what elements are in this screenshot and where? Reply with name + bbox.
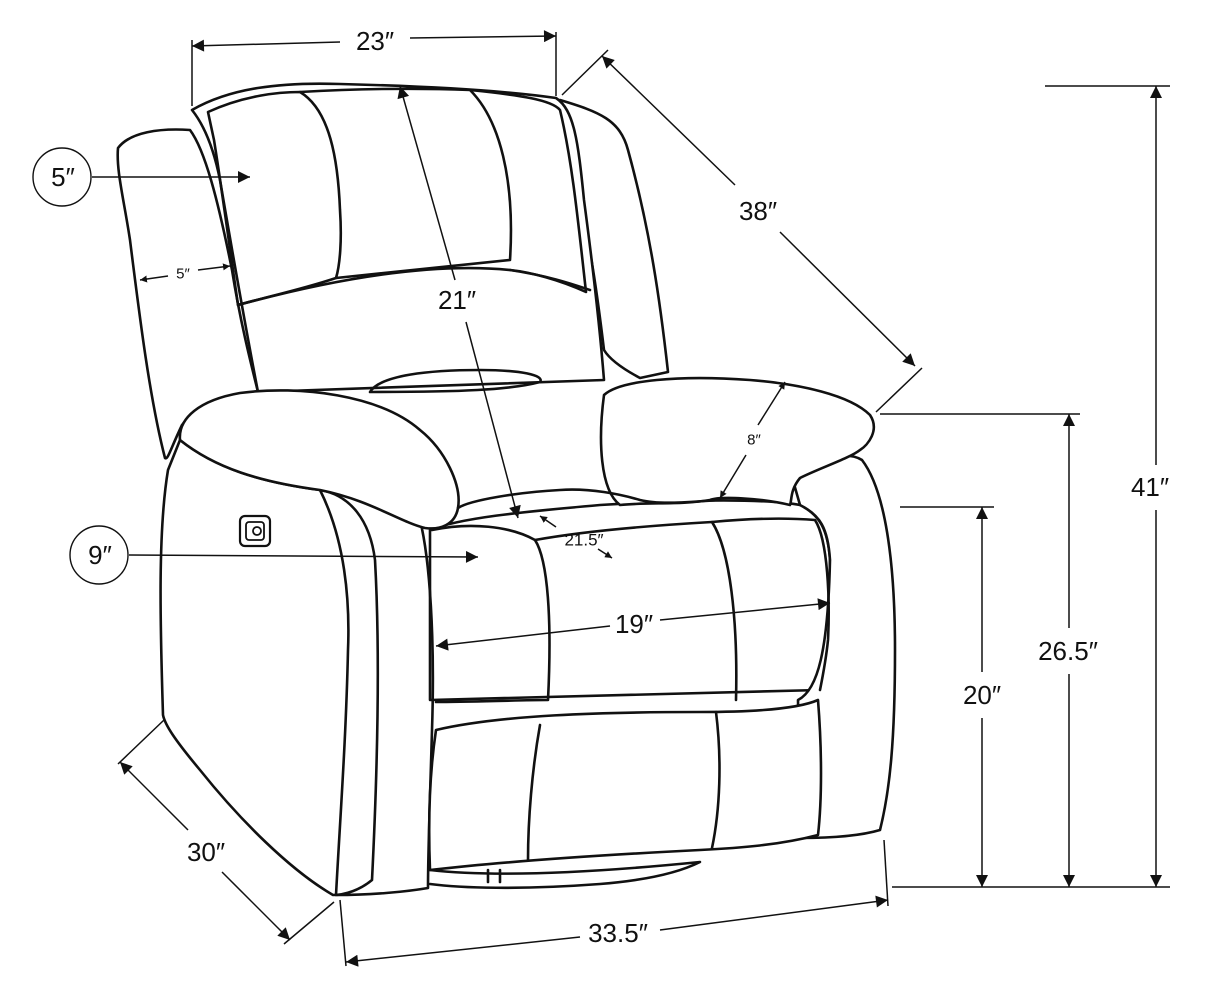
front-cushion-lower-divider-1 <box>526 723 542 862</box>
recliner-illustration <box>116 82 897 897</box>
front-cushion-lower <box>427 698 823 872</box>
dim-seat-height-label: 20″ <box>963 680 1001 710</box>
dim-back-height-line-top <box>397 85 456 281</box>
dim-headrest-line-left <box>191 39 341 52</box>
seat-cushion-top <box>428 499 832 702</box>
dim-arm-width-label: 8″ <box>747 432 761 449</box>
dim-diagonal-line-top <box>601 55 736 186</box>
dim-arm-height-label: 26.5″ <box>1038 636 1098 666</box>
front-cushion-upper-right <box>710 517 830 692</box>
base-plate <box>428 860 702 890</box>
dim-depth-ext-top <box>117 719 165 765</box>
dim-overall-depth-label: 30″ <box>187 837 225 867</box>
back-seam <box>236 266 592 307</box>
dim-diagonal-ext-bottom <box>875 367 923 413</box>
dim-overall-depth-line-bottom <box>221 871 291 941</box>
dim-overall-depth-line-top <box>119 761 189 831</box>
dim-seat-depth-line-bottom <box>597 548 613 559</box>
left-arm-block <box>159 438 380 897</box>
dim-width-ext-left <box>339 899 347 967</box>
dim-wing-line-left <box>139 275 169 283</box>
dim-wing-line-right <box>197 263 231 271</box>
dim-overall-height-label: 41″ <box>1131 472 1169 502</box>
center-back-cushion <box>456 488 722 510</box>
dim-headrest-line-right <box>409 30 557 43</box>
dim-width-ext-right <box>883 839 889 907</box>
callout-front-cushion-label: 9″ <box>88 540 112 570</box>
dim-arm-width-line-top <box>757 381 786 426</box>
right-arm-pillow <box>599 376 876 507</box>
dim-wing-thickness-label: 5″ <box>176 266 190 283</box>
front-cushion-upper-left <box>430 524 551 704</box>
left-arm-front-panel <box>318 488 435 897</box>
dim-seat-width-label: 19″ <box>615 609 653 639</box>
callout-front-cushion-arrow <box>128 550 479 563</box>
dim-seat-depth-label: 21.5″ <box>564 531 603 550</box>
dimension-annotations: 23″ 38″ 41″ 26.5″ 20″ 21″ 8″ 2 <box>32 26 1170 967</box>
dim-back-height-label: 21″ <box>438 285 476 315</box>
dim-back-height-line-bottom <box>465 321 521 519</box>
dim-depth-ext-bottom <box>283 901 335 945</box>
dim-arm-width-line-bottom <box>719 454 747 499</box>
lumbar-cushion <box>368 368 542 394</box>
back-frame <box>190 82 606 394</box>
dim-headrest-width-label: 23″ <box>356 26 394 56</box>
base-plate-slot <box>486 868 502 884</box>
dim-overall-width-line-right <box>659 895 889 931</box>
dim-diagonal-line-bottom <box>779 231 916 367</box>
dim-overall-width-label: 33.5″ <box>588 918 648 948</box>
dim-seat-depth-line-top <box>539 515 557 528</box>
front-cushion-lower-divider-2 <box>710 710 721 850</box>
callout-back-cushion-circle <box>32 147 92 207</box>
recline-power-button-icon <box>238 514 272 548</box>
dim-seat-width-line-left <box>435 625 611 651</box>
callout-back-cushion-label: 5″ <box>51 162 75 192</box>
dim-overall-width-line-left <box>345 936 581 967</box>
callout-front-cushion-circle <box>69 525 129 585</box>
dim-diagonal-ext-top <box>561 49 609 96</box>
dim-diagonal-depth-label: 38″ <box>739 196 777 226</box>
dim-seat-width-line-right <box>659 598 831 621</box>
